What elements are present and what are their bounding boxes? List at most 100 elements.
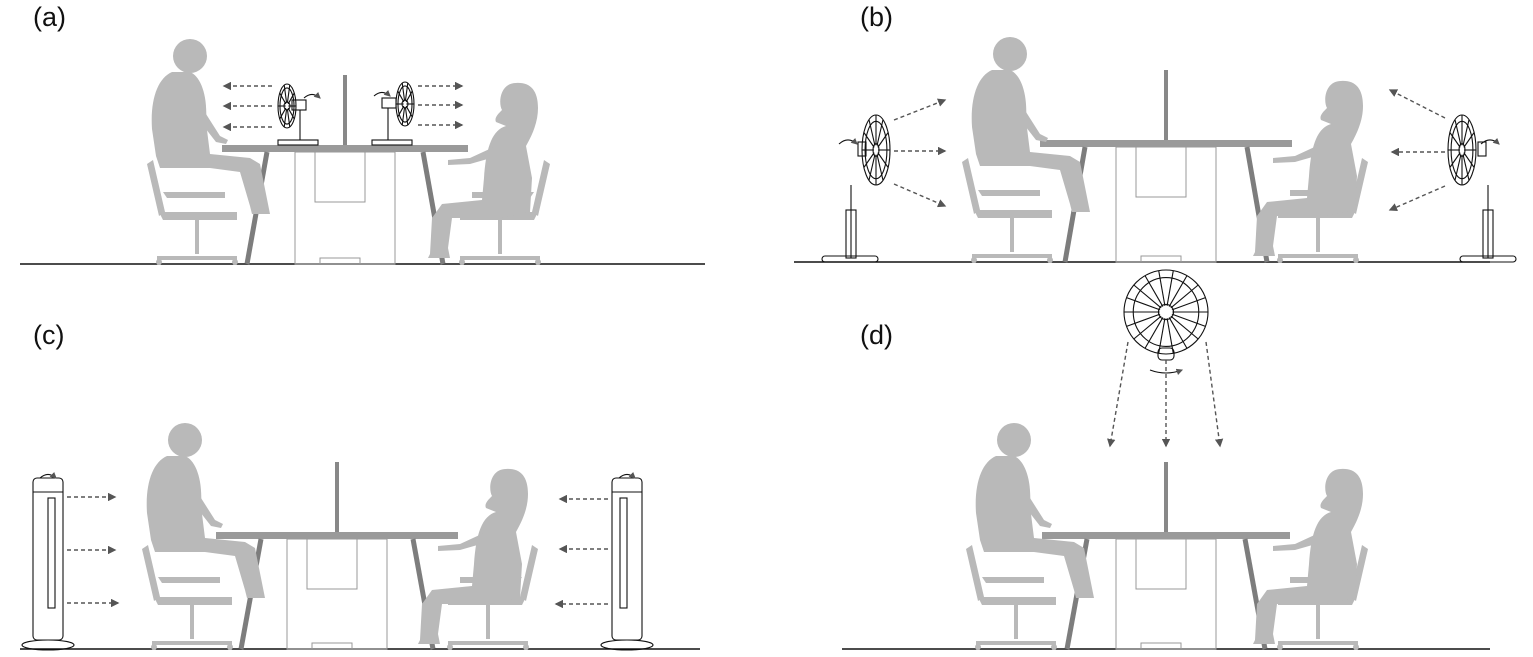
panel-a-label: (a) [33,2,66,32]
fan-rib [1133,284,1162,309]
seated-person-icon [418,468,528,644]
desk-cabinet [286,538,388,650]
fan-hub [1157,303,1175,321]
airflow-arrow-icon [1388,185,1446,212]
desk-fan-motor [381,97,397,109]
fan-rib [1170,315,1199,340]
seated-person-icon [428,82,538,258]
tower-fan-base [600,639,654,651]
fan-rib [404,83,409,101]
fan-rib [1454,119,1462,146]
fan-rib [286,85,291,103]
desk-drawer [1135,146,1187,198]
desk-top [1040,140,1292,147]
fan-rib [401,107,406,125]
fan-rib [1171,297,1206,311]
seated-person-icon [151,39,270,214]
fan-rib [1454,154,1462,181]
fan-rib [404,107,409,125]
fan-rib [1166,318,1174,354]
desk-top [1042,532,1290,539]
fan-rib [1158,318,1166,354]
fan-rib [876,119,884,146]
seated-person-icon [1253,80,1363,256]
tower-fan-grille [47,497,56,609]
fan-rib [283,85,288,103]
desk-drawer [1135,538,1187,590]
fan-rib [1463,152,1475,168]
fan-rib [286,109,291,127]
pedestal-fan-pole-sleeve [845,209,857,259]
seated-person-icon [971,37,1090,212]
desk-drawer [314,151,366,203]
fan-hub [401,99,409,109]
fan-rib [1144,317,1164,349]
fan-rib [1158,270,1166,306]
pedestal-fan-motor [1477,141,1487,157]
oscillation-arrow-icon [1149,368,1184,376]
fan-hub [283,101,291,111]
oscillation-arrow-icon [373,89,391,97]
desk-foot [1140,255,1182,263]
fan-rib [1168,275,1188,307]
tower-fan-base [21,639,75,651]
desk-drawer [306,538,358,590]
fan-rib [1168,317,1188,349]
oscillation-arrow-icon [838,137,858,145]
desk-fan-motor [291,99,307,111]
desk-cabinet [1115,538,1217,650]
fan-rib [877,132,889,148]
desk-foot [319,257,361,265]
pedestal-fan-icon [1447,114,1477,186]
oscillation-arrow-icon [618,471,636,479]
fan-rib [868,154,876,181]
desk-fan-base [277,139,319,146]
fan-rib [1170,284,1199,309]
fan-rib [1166,270,1174,306]
fan-rib [1171,313,1206,327]
office-chair [142,545,233,650]
panel-c-label: (c) [33,320,65,350]
desk-top [216,532,458,539]
pedestal-fan-base [1459,255,1517,263]
panel-b-label: (b) [860,2,893,32]
pedestal-fan-base [821,255,879,263]
fan-rib [877,152,889,168]
airflow-arrow-icon [893,98,947,121]
fan-hub [872,143,880,157]
airflow-arrow-icon [1107,341,1129,448]
desk-foot [1140,642,1182,650]
fan-rib [1126,297,1161,311]
fan-rib [868,119,876,146]
airflow-arrow-icon [1205,341,1224,448]
desk-fan-icon [395,81,415,127]
fan-rib [1144,275,1164,307]
panel-d-label: (d) [860,320,893,350]
desk-cabinet [294,151,396,265]
oscillation-arrow-icon [303,91,321,99]
fan-rib [1462,119,1470,146]
desk-top [222,145,468,152]
fan-rib [401,83,406,101]
pedestal-fan-icon [861,114,891,186]
desk-cabinet [1115,146,1217,263]
fan-rib [1133,315,1162,340]
seated-person-icon [146,423,265,598]
desk-fan-base [371,139,413,146]
fan-rib [876,154,884,181]
desk-foot [311,642,353,650]
fan-hub [1458,143,1466,157]
fan-rib [1449,132,1461,148]
office-chair [962,158,1053,263]
airflow-arrow-icon [893,183,947,208]
fan-rib [1126,313,1161,327]
fan-rib [1449,152,1461,168]
airflow-arrow-icon [1388,89,1446,119]
fan-rib [1462,154,1470,181]
fan-rib [863,132,875,148]
office-chair [966,545,1057,650]
desk-fan-icon [277,83,297,129]
oscillation-arrow-icon [1480,137,1500,145]
seated-person-icon [975,423,1094,598]
